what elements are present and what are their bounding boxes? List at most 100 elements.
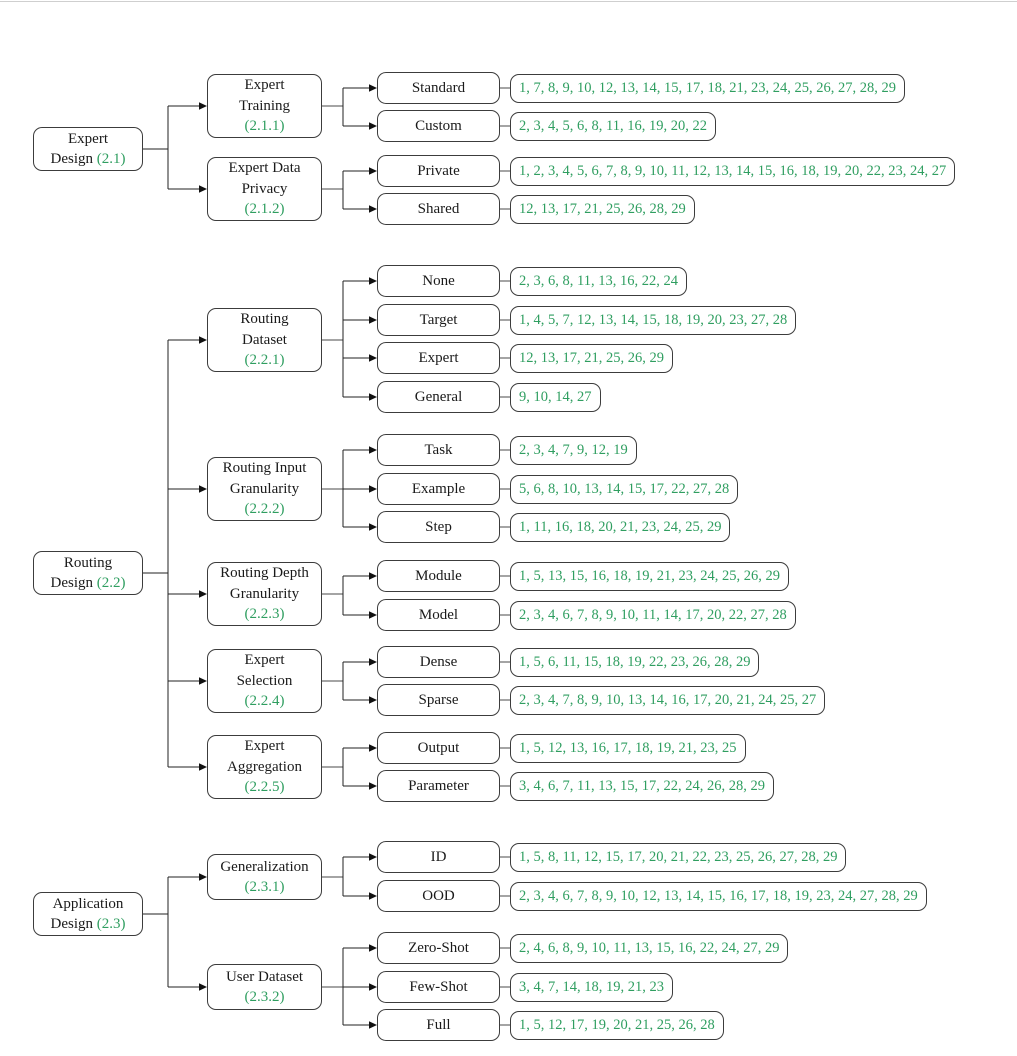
- leaf-step: Step: [377, 511, 500, 543]
- leaf-label: ID: [430, 848, 447, 865]
- refs-expert: 12, 13, 17, 21, 25, 26, 29: [510, 343, 673, 373]
- refs-module: 1, 5, 13, 15, 16, 18, 19, 21, 23, 24, 25…: [510, 561, 789, 591]
- leaf-label: Example: [411, 480, 466, 497]
- leaf-standard: Standard: [377, 72, 500, 104]
- node-generalization: Generalization (2.3.1): [207, 854, 322, 900]
- leaf-private: Private: [377, 155, 500, 187]
- node-label: Generalization: [220, 858, 309, 875]
- leaf-output: Output: [377, 732, 500, 764]
- leaf-sparse: Sparse: [377, 684, 500, 716]
- root-label-word: Design: [50, 916, 94, 932]
- subsection-number: (2.2.4): [244, 693, 285, 710]
- refs-ood: 2, 3, 4, 6, 7, 8, 9, 10, 12, 13, 14, 15,…: [510, 881, 927, 911]
- leaf-label: Model: [418, 606, 459, 623]
- leaf-label: Zero-Shot: [408, 939, 469, 956]
- root-label-line2: Design (2.1): [51, 149, 126, 170]
- refs-parameter: 3, 4, 6, 7, 11, 13, 15, 17, 22, 24, 26, …: [510, 771, 774, 801]
- leaf-label: Expert: [418, 349, 459, 366]
- leaf-ood: OOD: [377, 880, 500, 912]
- refs-dense: 1, 5, 6, 11, 15, 18, 19, 22, 23, 26, 28,…: [510, 647, 760, 677]
- node-label: Expert: [244, 652, 285, 669]
- refs-general: 9, 10, 14, 27: [510, 382, 601, 412]
- root-label-line1: Expert: [68, 130, 108, 147]
- leaf-dense: Dense: [377, 646, 500, 678]
- subsection-number: (2.1.1): [244, 118, 285, 135]
- leaf-label: Parameter: [408, 777, 469, 794]
- leaf-parameter: Parameter: [377, 770, 500, 802]
- node-label: Privacy: [241, 180, 288, 197]
- section-number: (2.2): [96, 575, 126, 591]
- refs-few-shot: 3, 4, 7, 14, 18, 19, 21, 23: [510, 972, 673, 1002]
- leaf-label: Sparse: [418, 691, 459, 708]
- subsection-number: (2.3.1): [244, 879, 285, 895]
- node-label: Dataset: [242, 331, 287, 348]
- leaf-label: Target: [419, 311, 458, 328]
- refs-private: 1, 2, 3, 4, 5, 6, 7, 8, 9, 10, 11, 12, 1…: [510, 156, 956, 186]
- refs-zero-shot: 2, 4, 6, 8, 9, 10, 11, 13, 15, 16, 22, 2…: [510, 933, 789, 963]
- root-label-line2: Design (2.2): [51, 573, 126, 594]
- root-label-line1: Routing: [63, 554, 113, 571]
- subsection-number: (2.3.2): [244, 989, 285, 1005]
- node-label: Aggregation: [227, 758, 302, 775]
- leaf-label: Dense: [419, 653, 458, 670]
- refs-shared: 12, 13, 17, 21, 25, 26, 28, 29: [510, 194, 695, 224]
- section-number: (2.3): [96, 916, 126, 932]
- leaf-none: None: [377, 265, 500, 297]
- node-label: Granularity: [229, 585, 300, 602]
- leaf-module: Module: [377, 560, 500, 592]
- refs-sparse: 2, 3, 4, 7, 8, 9, 10, 13, 14, 16, 17, 20…: [510, 685, 826, 715]
- node-label: Routing Depth: [220, 565, 309, 582]
- leaf-label: Output: [417, 739, 460, 756]
- node-label: Expert: [244, 77, 285, 94]
- leaf-general: General: [377, 381, 500, 413]
- leaf-id: ID: [377, 841, 500, 873]
- leaf-label: Few-Shot: [409, 978, 468, 995]
- node-label: Routing Input: [222, 460, 307, 477]
- refs-standard: 1, 7, 8, 9, 10, 12, 13, 14, 15, 17, 18, …: [510, 73, 905, 103]
- subsection-number: (2.2.2): [244, 501, 285, 518]
- node-user-dataset: User Dataset (2.3.2): [207, 964, 322, 1010]
- leaf-custom: Custom: [377, 110, 500, 142]
- leaf-expert: Expert: [377, 342, 500, 374]
- refs-target: 1, 4, 5, 7, 12, 13, 14, 15, 18, 19, 20, …: [510, 305, 797, 335]
- refs-output: 1, 5, 12, 13, 16, 17, 18, 19, 21, 23, 25: [510, 733, 746, 763]
- refs-task: 2, 3, 4, 7, 9, 12, 19: [510, 435, 637, 465]
- subsection-number: (2.1.2): [244, 201, 285, 218]
- leaf-full: Full: [377, 1009, 500, 1041]
- node-label: Selection: [236, 672, 293, 689]
- leaf-label: Full: [426, 1016, 451, 1033]
- node-label: Routing: [240, 311, 289, 328]
- page-top-edge: [0, 1, 1017, 2]
- root-label-word: Design: [50, 575, 94, 591]
- leaf-example: Example: [377, 473, 500, 505]
- root-label-line2: Design (2.3): [51, 914, 126, 935]
- subsection-number: (2.2.1): [244, 352, 285, 369]
- root-label-line1: Application: [52, 895, 124, 912]
- node-label: Granularity: [229, 480, 300, 497]
- refs-full: 1, 5, 12, 17, 19, 20, 21, 25, 26, 28: [510, 1010, 724, 1040]
- node-label: Expert: [244, 738, 285, 755]
- refs-example: 5, 6, 8, 10, 13, 14, 15, 17, 22, 27, 28: [510, 474, 739, 504]
- leaf-task: Task: [377, 434, 500, 466]
- node-label: Training: [238, 97, 291, 114]
- node-label: Expert Data: [228, 160, 301, 177]
- leaf-label: Module: [415, 567, 462, 584]
- leaf-model: Model: [377, 599, 500, 631]
- refs-none: 2, 3, 6, 8, 11, 13, 16, 22, 24: [510, 266, 687, 296]
- leaf-label: OOD: [422, 887, 455, 904]
- node-label: User Dataset: [225, 968, 304, 985]
- section-number: (2.1): [96, 151, 126, 167]
- leaf-label: General: [414, 388, 463, 405]
- leaf-label: Task: [424, 441, 453, 458]
- refs-id: 1, 5, 8, 11, 12, 15, 17, 20, 21, 22, 23,…: [510, 842, 847, 872]
- leaf-label: Custom: [415, 117, 462, 134]
- leaf-target: Target: [377, 304, 500, 336]
- leaf-zero-shot: Zero-Shot: [377, 932, 500, 964]
